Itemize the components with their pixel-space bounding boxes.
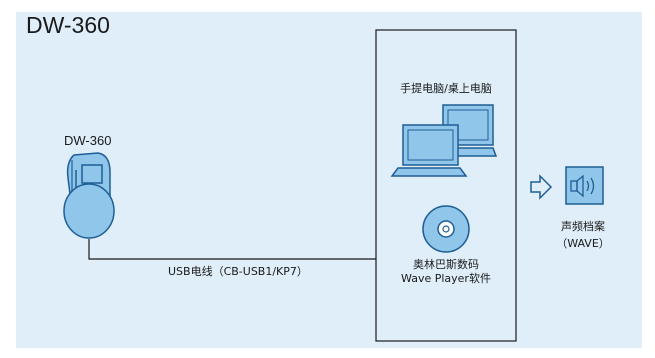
audio-file-label-line1: 声频档案 [561,220,605,233]
usb-cable-line [88,239,376,260]
dictaphone-icon [63,152,115,239]
page-title: DW-360 [26,12,110,38]
software-label-line2: Wave Player软件 [401,272,491,285]
software-label-line1: 奥林巴斯数码 [413,258,479,271]
cable-label: USB电线（CB-USB1/KP7） [168,265,308,278]
software-label: 奥林巴斯数码 Wave Player软件 [376,258,516,286]
computer-label: 手提电脑/桌上电脑 [400,82,492,95]
right-arrow-icon [530,174,553,200]
computer-icon [390,104,498,177]
audio-file-label-line2: （WAVE） [556,237,610,250]
computer-box [375,29,517,342]
device-label: DW-360 [64,133,112,148]
diagram-background [16,12,642,348]
audio-file-label: 声频档案 （WAVE） [550,218,616,252]
speaker-icon [565,166,604,205]
cd-icon [422,205,470,253]
